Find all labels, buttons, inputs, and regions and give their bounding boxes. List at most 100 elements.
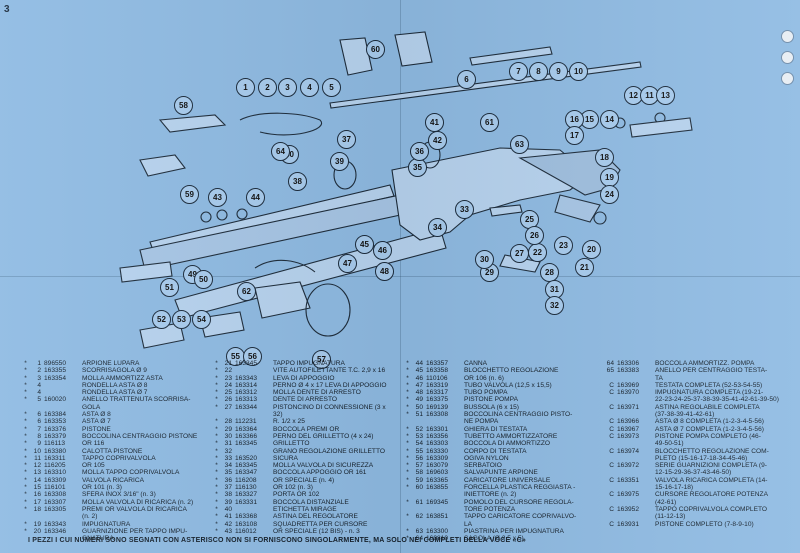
part-description: OGIVA NYLON — [464, 454, 509, 462]
part-description: MOLLA VALVOLA DI SICUREZZA — [273, 462, 374, 470]
part-star: * — [215, 447, 218, 455]
part-callout: 48 — [375, 262, 394, 281]
part-star: * — [215, 520, 218, 528]
part-description: TESTATA COMPLETA (52-53-54-55) — [655, 381, 763, 389]
part-number: 25 — [224, 389, 232, 397]
part-number: C — [609, 476, 614, 484]
part-callout: 46 — [373, 241, 392, 260]
part-description: LEVA DI APPOGGIO — [273, 374, 335, 382]
part-star — [595, 521, 602, 528]
part-star: * — [24, 462, 27, 470]
part-callout: 7 — [509, 62, 528, 81]
part-description: VALVOLA RICARICA COMPLETA (14- — [655, 476, 768, 484]
part-callout: 30 — [475, 250, 494, 269]
part-description: GHIERA DI TESTATA — [464, 425, 528, 433]
part-callout: 39 — [330, 152, 349, 171]
part-description: ASTA Ø 7 — [82, 418, 111, 426]
part-number: 1 — [37, 360, 41, 367]
part-description: BOCCOLA PREMI OR — [273, 425, 340, 433]
part-code: 116130 — [235, 484, 257, 492]
part-description: TAPPO COPRIVALVOLA — [82, 454, 156, 462]
part-number: 33 — [224, 454, 232, 462]
part-star: * — [406, 535, 409, 543]
part-number: 22 — [224, 367, 232, 375]
part-number: 24 — [224, 381, 232, 389]
part-code: 163952 — [617, 505, 640, 513]
part-code: 163364 — [235, 425, 258, 433]
part-code: 163306 — [617, 360, 640, 367]
part-star: * — [406, 498, 409, 506]
part-star — [595, 389, 602, 396]
part-number: 52 — [415, 425, 423, 433]
part-description: PISTONE POMPA COMPLETO (46- — [655, 432, 761, 440]
part-description: TA — [655, 374, 663, 382]
part-code: 163966 — [617, 418, 640, 426]
part-star: * — [24, 484, 27, 492]
part-number — [29, 404, 41, 411]
part-callout: 50 — [194, 270, 213, 289]
part-star — [595, 396, 602, 403]
part-star: * — [24, 367, 27, 375]
part-description: BOCCOLA DI AMMORTIZZO — [464, 440, 550, 448]
part-code — [614, 455, 655, 462]
part-star: * — [24, 381, 27, 389]
part-code — [614, 513, 655, 520]
part-description: ANELLO TRATTENUTA SCORRISA- — [82, 396, 191, 404]
part-number: 64 — [606, 360, 614, 367]
part-callout: 14 — [600, 110, 619, 129]
part-code: 163967 — [617, 425, 640, 433]
part-callout: 8 — [529, 62, 548, 81]
part-code — [232, 506, 273, 513]
paper-fold-horizontal — [0, 276, 800, 277]
part-number: 26 — [224, 396, 232, 404]
part-description: BOCCOLINA CENTRAGGIO PISTONE — [82, 432, 198, 440]
part-description: CURSORE REGOLATORE POTENZA — [655, 491, 768, 499]
part-code: 116205 — [44, 462, 66, 470]
part-description: 32) — [273, 411, 283, 419]
part-star: * — [406, 440, 409, 448]
part-code: 163365 — [426, 476, 449, 484]
part-code: 169603 — [426, 469, 449, 477]
part-callout: 53 — [172, 310, 191, 329]
part-description: MOLLA AMMORTIZZ ASTA — [82, 374, 163, 382]
part-code: 160020 — [44, 396, 67, 404]
part-number: 48 — [415, 389, 423, 397]
part-number — [29, 513, 41, 520]
part-description: OR SPECIALE (12 BIS) - n. 3 — [273, 527, 360, 535]
part-number: 63 — [415, 527, 423, 535]
part-code: 896550 — [44, 360, 67, 367]
part-star — [22, 404, 29, 411]
parts-list-row: (n. 2) — [22, 513, 197, 520]
part-number: 54 — [415, 440, 423, 448]
oring-small-part — [236, 208, 248, 220]
part-star: * — [406, 462, 409, 470]
exploded-view-drawing — [119, 31, 693, 349]
part-star: * — [215, 425, 218, 433]
part-code: 163384 — [44, 411, 67, 419]
part-code: 163375 — [426, 396, 449, 404]
part-star: * — [215, 513, 218, 521]
part-callout: 35 — [408, 158, 427, 177]
part-star: * — [406, 513, 409, 521]
part-description: SERBATOIO — [464, 462, 502, 470]
part-number: 19 — [33, 520, 41, 528]
part-code: 163309 — [426, 454, 449, 462]
part-number: 2 — [37, 367, 41, 375]
part-callout: 28 — [540, 263, 559, 282]
oring-small-part — [216, 209, 228, 221]
